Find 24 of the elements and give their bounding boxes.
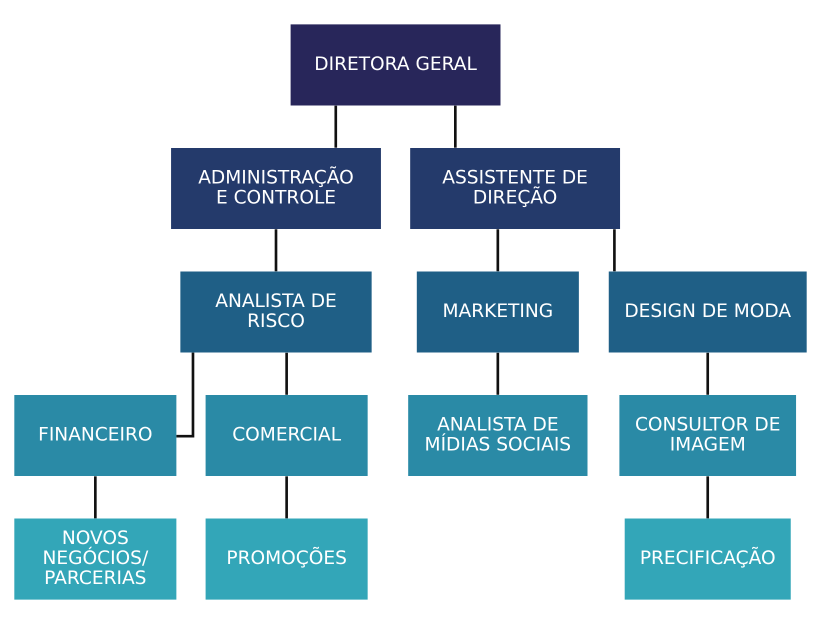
node-box: ANALISTA DE MÍDIAS SOCIAIS: [408, 394, 587, 476]
node-box: NOVOS NEGÓCIOS/ PARCERIAS: [14, 518, 176, 600]
node-box: ADMINISTRAÇÃO E CONTROLE: [170, 147, 380, 228]
connector: [706, 476, 709, 518]
node-box: ASSISTENTE DE DIREÇÃO: [410, 147, 620, 228]
connector: [454, 105, 456, 148]
connector: [334, 105, 337, 148]
connector: [284, 476, 288, 518]
connector: [284, 352, 288, 394]
connector: [706, 352, 709, 394]
node-box: FINANCEIRO: [14, 394, 176, 476]
connector: [496, 228, 499, 271]
node-box: ANALISTA DE RISCO: [180, 270, 372, 352]
connector: [274, 228, 277, 271]
node-box: COMERCIAL: [205, 394, 368, 476]
node-box: CONSULTOR DE IMAGEM: [618, 394, 796, 476]
connector: [94, 476, 96, 518]
node-box: PRECIFICAÇÃO: [624, 518, 790, 600]
connector: [496, 352, 499, 394]
node-box: PROMOÇÕES: [205, 518, 368, 600]
node-box: DESIGN DE MODA: [608, 270, 806, 352]
connector: [612, 228, 616, 271]
node-box: MARKETING: [416, 270, 578, 352]
node-box: DIRETORA GERAL: [290, 24, 500, 105]
